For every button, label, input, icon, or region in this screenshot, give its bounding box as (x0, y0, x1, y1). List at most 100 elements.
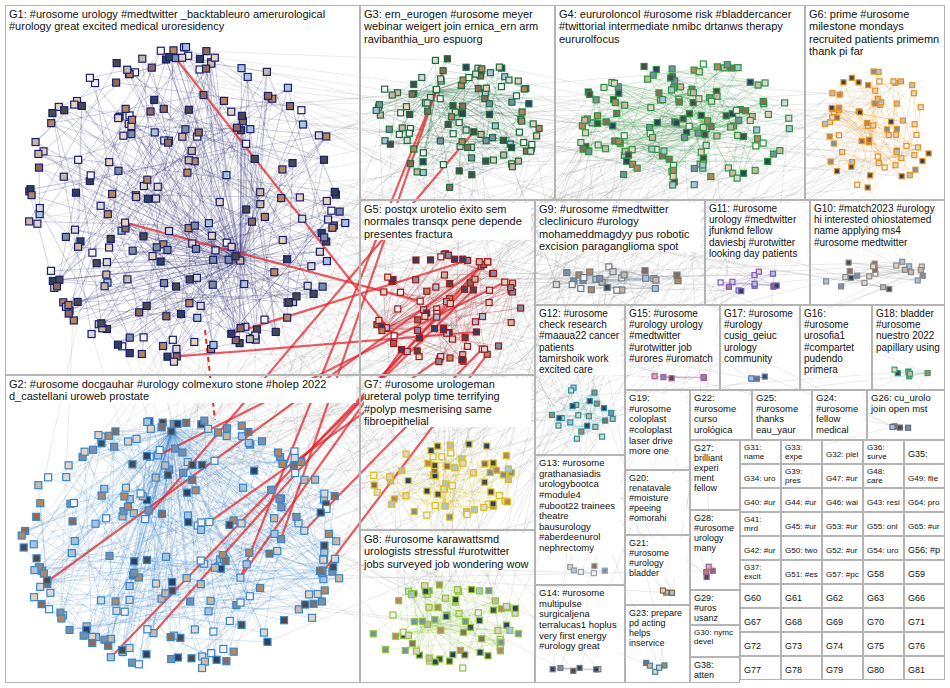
network-edge (139, 561, 226, 577)
network-edge (717, 104, 764, 136)
network-edge (63, 443, 102, 615)
network-edge (234, 480, 315, 652)
network-edge (101, 261, 240, 324)
network-edge (32, 195, 241, 260)
network-edge (29, 68, 738, 222)
network-edge (92, 431, 115, 643)
network-edge (90, 70, 127, 78)
network-edge (147, 456, 560, 668)
network-edge (486, 67, 499, 141)
network-edge (443, 283, 512, 330)
network-edge (664, 146, 756, 151)
network-edge (462, 266, 481, 359)
network-edge (37, 558, 215, 567)
network-edge (125, 223, 256, 340)
network-edge (171, 431, 320, 512)
network-edge (139, 431, 171, 664)
network-edge (244, 209, 246, 284)
network-edge (851, 278, 889, 289)
network-edge (240, 261, 293, 302)
network-edge (54, 51, 161, 288)
network-edge (90, 78, 240, 261)
network-edge (39, 168, 236, 257)
network-edge (390, 102, 512, 144)
network-edge (147, 431, 171, 500)
network-edge (463, 608, 516, 668)
network-edge (389, 129, 471, 147)
network-edge (118, 192, 335, 345)
network-edge (59, 107, 240, 261)
network-edge (206, 51, 435, 60)
network-edge (101, 128, 237, 206)
network-edge (416, 280, 465, 338)
network-edge (472, 124, 534, 158)
network-edge (114, 431, 171, 446)
network-edge (116, 83, 290, 106)
network-edge (507, 121, 751, 626)
network-edge (73, 435, 99, 521)
network-edge (619, 129, 706, 142)
network-edge (870, 147, 918, 175)
network-edge (185, 129, 240, 260)
network-edge (182, 453, 243, 488)
network-edge (47, 578, 339, 580)
network-edge (38, 154, 671, 378)
network-edge (889, 81, 901, 135)
network-edge (240, 129, 250, 260)
network-edge (588, 92, 619, 141)
network-edge (594, 393, 596, 427)
network-edge (141, 78, 671, 494)
network-edge (69, 109, 126, 314)
network-edge (427, 624, 465, 655)
network-edge (111, 611, 117, 657)
network-edge (646, 266, 897, 279)
network-edge (874, 72, 910, 176)
network-edge (66, 58, 182, 237)
network-edge (868, 163, 879, 187)
network-edge (269, 124, 824, 554)
network-edge (174, 228, 332, 362)
network-edge (436, 90, 493, 160)
network-edge (92, 261, 241, 334)
network-edge (486, 114, 489, 140)
network-edge (101, 443, 305, 604)
network-edge (109, 162, 147, 180)
strong-edge (177, 332, 477, 356)
network-edge (240, 261, 289, 303)
network-edge (129, 124, 324, 160)
network-edge (427, 624, 501, 642)
network-edge (699, 72, 739, 121)
network-edge (250, 129, 324, 160)
network-edge (274, 518, 339, 578)
network-edge (512, 128, 540, 147)
network-edge (412, 593, 519, 633)
network-edge (29, 63, 117, 221)
network-edge (22, 489, 105, 536)
network-edge (683, 85, 758, 119)
network-edge (436, 90, 539, 129)
network-edge (409, 591, 450, 661)
network-edge (657, 68, 724, 123)
network-edge (706, 101, 763, 128)
network-edge (108, 431, 171, 645)
network-edge (186, 47, 303, 124)
network-edge (732, 272, 758, 282)
network-edge (589, 393, 595, 417)
network-edge (436, 90, 519, 132)
network-edge (619, 93, 706, 128)
network-edge (125, 473, 295, 612)
network-edge (594, 393, 612, 419)
network-edge (587, 119, 703, 158)
network-edge (844, 82, 869, 142)
network-edge (438, 446, 475, 510)
network-edge (34, 429, 151, 597)
network-edge (130, 74, 240, 343)
network-edge (619, 93, 651, 133)
network-edge (300, 82, 750, 197)
network-edge (44, 74, 130, 151)
network-edge (231, 220, 328, 334)
network-edge (240, 163, 292, 261)
network-edge (95, 83, 112, 194)
network-edge (39, 99, 272, 168)
